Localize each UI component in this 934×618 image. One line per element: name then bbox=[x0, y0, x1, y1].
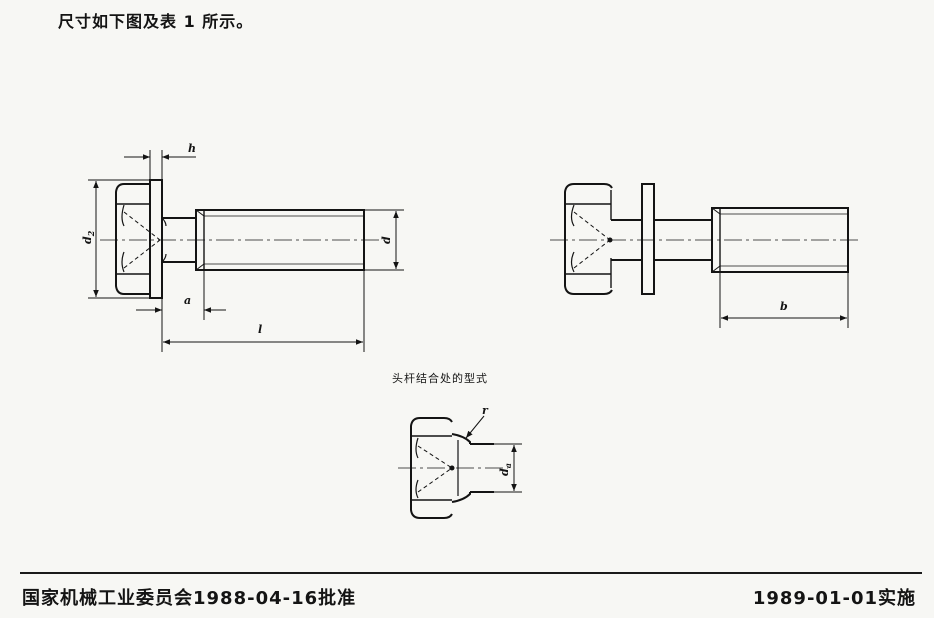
technical-drawing: h d2 d a l bbox=[81, 142, 860, 519]
dim-label-d: d bbox=[380, 236, 393, 244]
dim-a bbox=[136, 270, 226, 320]
detail-caption: 头杆结合处的型式 bbox=[392, 372, 488, 385]
dim-label-d2: d2 bbox=[81, 230, 96, 244]
bolt-view-right bbox=[564, 183, 849, 295]
dim-r-leader bbox=[465, 415, 485, 439]
bolt-view-left bbox=[115, 179, 365, 299]
dim-label-h: h bbox=[188, 142, 196, 155]
dim-b bbox=[719, 272, 849, 328]
footer-divider bbox=[20, 572, 922, 574]
dim-label-da: da bbox=[498, 463, 513, 476]
dim-da bbox=[494, 443, 522, 493]
dim-label-b: b bbox=[780, 300, 788, 313]
footer-approval: 国家机械工业委员会1988-04-16批准 bbox=[22, 588, 357, 609]
bolt-right-hidden-lines bbox=[573, 211, 611, 269]
footer-implementation: 1989-01-01实施 bbox=[752, 588, 916, 609]
dim-d2 bbox=[88, 179, 150, 299]
intro-text: 尺寸如下图及表 1 所示。 bbox=[58, 12, 254, 31]
dim-l bbox=[161, 270, 365, 352]
dim-d bbox=[364, 209, 404, 271]
dim-label-a: a bbox=[184, 294, 191, 307]
dim-label-l: l bbox=[258, 323, 262, 336]
detail-hidden-lines bbox=[417, 445, 453, 493]
bolt-left-hidden-lines bbox=[123, 211, 161, 269]
dim-h bbox=[124, 150, 196, 180]
dim-label-r: r bbox=[482, 404, 489, 417]
